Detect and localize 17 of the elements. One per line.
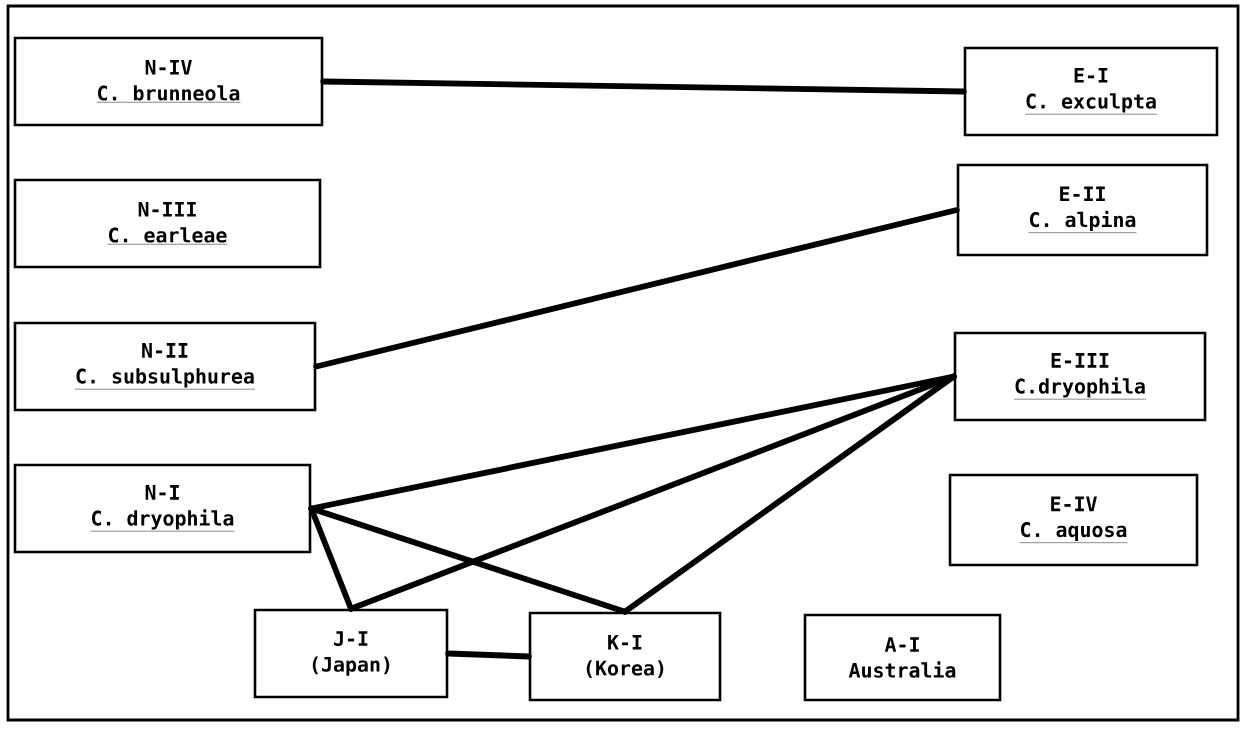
specimen-box: A-I Australia bbox=[803, 613, 1002, 702]
specimen-box: N-I C. dryophila bbox=[13, 463, 312, 554]
connector-line bbox=[308, 505, 628, 615]
specimen-box: E-III C.dryophila bbox=[953, 331, 1207, 422]
connector-line bbox=[308, 505, 354, 612]
specimen-box: N-IV C. brunneola bbox=[13, 36, 324, 127]
specimen-box: K-I (Korea) bbox=[528, 611, 722, 702]
connector-line bbox=[622, 373, 957, 615]
specimen-box: N-II C. subsulphurea bbox=[13, 321, 317, 412]
connector-line bbox=[320, 78, 967, 95]
specimen-box: N-III C. earleae bbox=[13, 178, 322, 269]
specimen-box: E-I C. exculpta bbox=[963, 46, 1219, 137]
specimen-box: J-I (Japan) bbox=[253, 608, 449, 699]
connector-line bbox=[445, 650, 532, 660]
specimen-box: E-IV C. aquosa bbox=[948, 473, 1199, 567]
specimen-box: E-II C. alpina bbox=[956, 163, 1209, 257]
connector-line bbox=[313, 207, 960, 370]
